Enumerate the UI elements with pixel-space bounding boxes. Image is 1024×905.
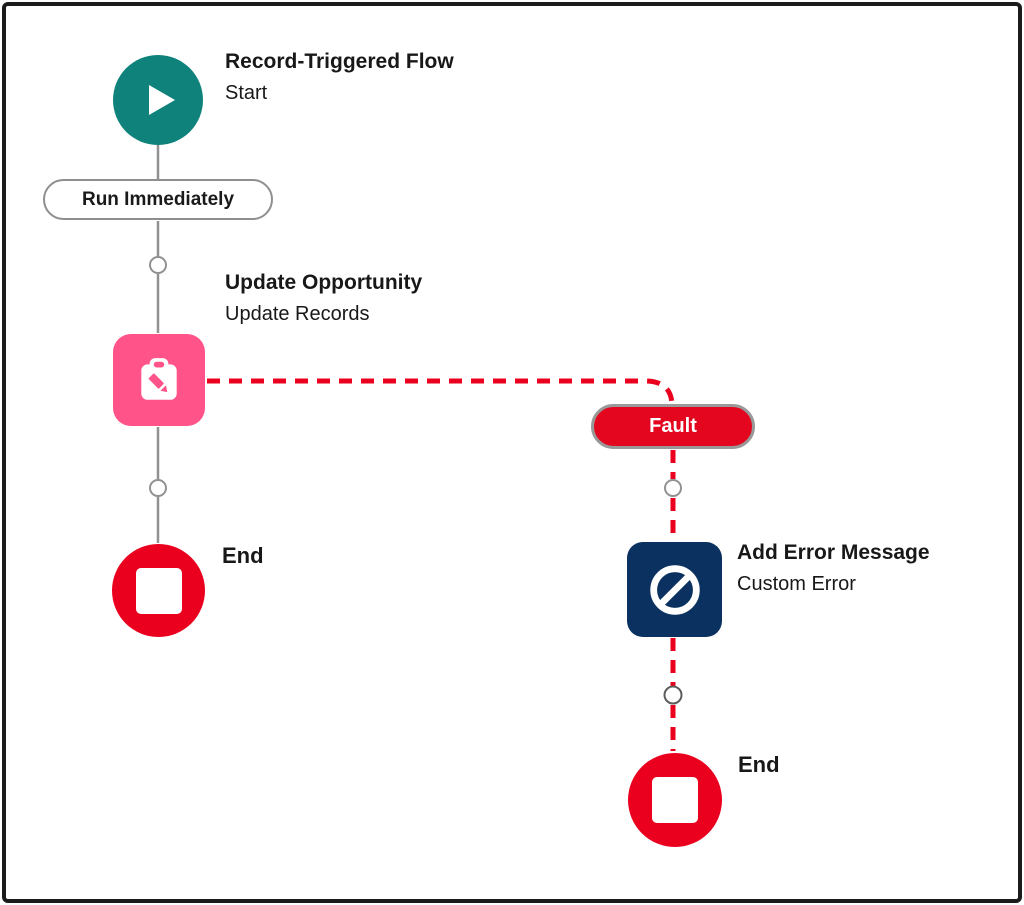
update-opportunity-title: Update Opportunity	[225, 271, 423, 294]
ban-icon	[644, 559, 706, 621]
start-node-subtitle: Start	[225, 82, 268, 104]
run-immediately-label: Run Immediately	[81, 188, 235, 210]
fault-label: Fault	[649, 415, 697, 437]
add-error-message-node[interactable]	[627, 542, 722, 637]
run-immediately-pill[interactable]: Run Immediately	[43, 179, 273, 220]
start-node-label: Record-Triggered Flow Start	[225, 49, 454, 106]
add-element-marker-fault-2[interactable]	[663, 685, 683, 705]
start-node-title: Record-Triggered Flow	[225, 50, 454, 73]
add-error-message-label: Add Error Message Custom Error	[737, 540, 930, 597]
add-element-marker-2[interactable]	[149, 479, 167, 497]
end-node-main[interactable]	[112, 544, 205, 637]
stop-icon	[652, 777, 698, 823]
add-error-message-title: Add Error Message	[737, 541, 930, 564]
update-opportunity-subtitle: Update Records	[225, 303, 370, 325]
fault-connector-update-to-pill	[207, 378, 675, 407]
update-opportunity-label: Update Opportunity Update Records	[225, 270, 422, 327]
end-label-main: End	[222, 543, 264, 568]
update-records-clipboard-icon	[134, 355, 184, 405]
add-error-message-subtitle: Custom Error	[737, 573, 856, 595]
end-label-fault: End	[738, 752, 780, 777]
play-icon	[136, 78, 180, 122]
stop-icon	[135, 567, 182, 614]
start-node[interactable]	[113, 55, 203, 145]
end-node-fault[interactable]	[628, 753, 722, 847]
fault-pill[interactable]: Fault	[591, 404, 755, 449]
add-element-marker-fault-1[interactable]	[664, 479, 682, 497]
add-element-marker-1[interactable]	[149, 256, 167, 274]
update-opportunity-node[interactable]	[113, 334, 205, 426]
